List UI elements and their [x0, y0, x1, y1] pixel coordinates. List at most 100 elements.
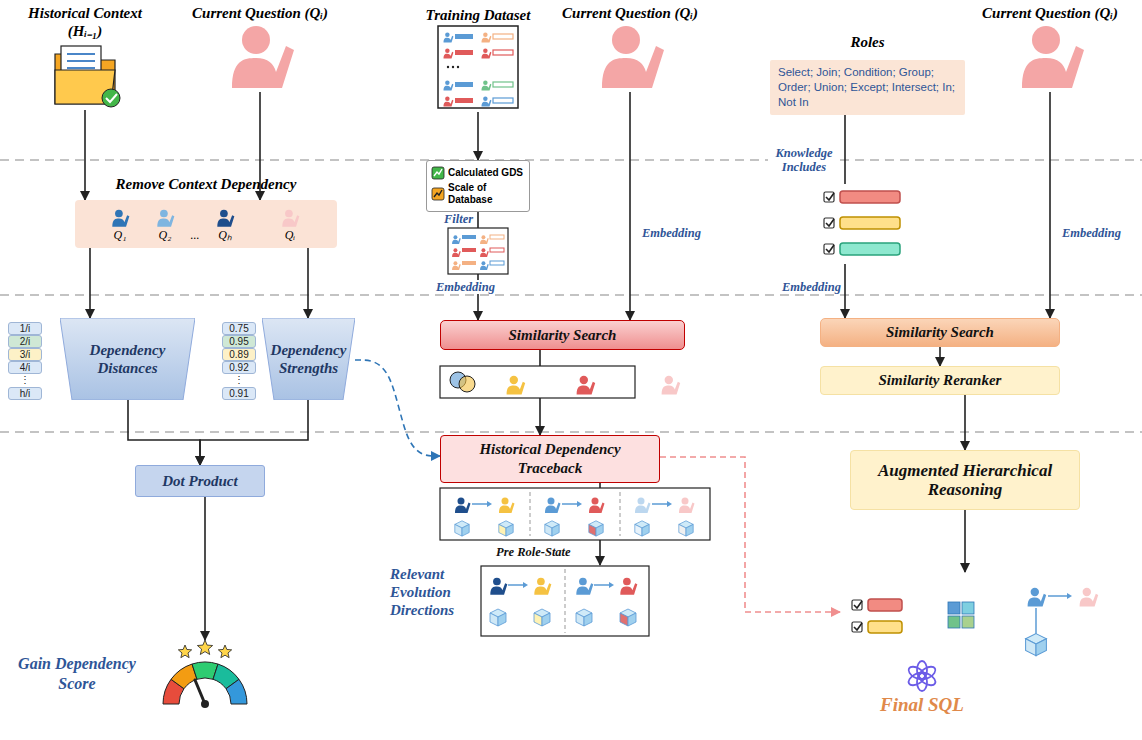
record-bar	[455, 50, 473, 55]
cube-right	[552, 524, 559, 536]
check-mark	[106, 94, 117, 102]
person-head	[1032, 26, 1060, 54]
check-box	[852, 600, 862, 610]
person-body	[482, 100, 492, 107]
trapezoid-outline	[262, 318, 355, 400]
person-body	[534, 583, 551, 595]
person-head	[481, 261, 485, 265]
star-icon	[218, 645, 231, 658]
person-icon	[444, 33, 454, 43]
person-icon	[217, 210, 234, 227]
cube-left	[679, 524, 686, 536]
roles-list: Select; Join; Condition; Group; Order; U…	[778, 65, 957, 110]
person-head	[548, 498, 555, 505]
knowledge-checklist	[818, 184, 910, 264]
person-head	[285, 210, 293, 218]
person-head	[483, 81, 487, 85]
cube-right	[596, 524, 603, 536]
connector	[204, 497, 206, 640]
person-icon	[499, 498, 515, 514]
final-icons	[840, 572, 1110, 694]
mini-arrow-head	[667, 501, 672, 507]
band-node: Remove Context DependencyQ₁Q₂...QₕQᵢ	[75, 200, 337, 248]
star-icon	[178, 645, 191, 658]
check-box	[824, 192, 834, 202]
knowledge-bar	[840, 191, 900, 203]
box-node: Augmented Hierarchical Reasoning	[850, 450, 1080, 510]
person-icon	[1080, 588, 1099, 607]
cube-left	[1026, 639, 1036, 656]
link-line	[1035, 608, 1037, 634]
final-node: Final SQL	[840, 572, 1110, 716]
person-body	[455, 503, 471, 514]
person-body	[112, 215, 129, 227]
step-label: Embedding	[434, 280, 497, 294]
question-item: Qₕ	[209, 202, 241, 242]
person-body	[480, 238, 489, 244]
person-body	[490, 583, 507, 595]
person-icon	[620, 578, 637, 595]
person-head	[453, 248, 457, 252]
check-mark	[826, 193, 834, 200]
question-item: Q₂	[149, 202, 181, 242]
mini-arrow	[652, 503, 668, 505]
person-head	[592, 498, 599, 505]
icon-node: Current Question (Qᵢ)	[980, 4, 1120, 92]
person-body	[545, 503, 561, 514]
value-cell: 0.91	[222, 387, 256, 400]
cube-left	[499, 524, 506, 536]
person-body	[576, 583, 593, 595]
cube-icon	[455, 521, 469, 536]
person-head	[115, 210, 123, 218]
question-icon	[149, 202, 181, 228]
venn-circle	[459, 376, 475, 392]
person-icon	[452, 261, 461, 270]
person-icon	[490, 578, 507, 595]
checklist-ground	[818, 184, 910, 264]
trap-node: Dependency Strengths	[262, 318, 355, 400]
person-head	[612, 26, 640, 54]
trace-frame	[440, 488, 710, 540]
cube-right	[642, 524, 649, 536]
gds-icon-frame	[432, 167, 444, 179]
person-body	[232, 46, 294, 88]
person-body	[499, 503, 515, 514]
person-icon	[480, 248, 489, 257]
cube-left	[545, 524, 552, 536]
value-cell: 0.75	[222, 322, 256, 335]
column-header: Current Question (Qᵢ)	[190, 4, 330, 22]
mini-arrow-head	[487, 501, 492, 507]
record-bar	[490, 248, 504, 252]
record-bar	[462, 248, 476, 252]
knowledge-bar	[868, 621, 902, 633]
filtered-frame	[448, 228, 508, 274]
person-body	[482, 84, 492, 91]
ellipsis-dot	[447, 66, 449, 68]
value-cell: 4/i	[8, 361, 42, 374]
cube-right	[584, 613, 592, 626]
icon-node: Current Question (Qᵢ)	[560, 4, 700, 92]
check-mark	[826, 219, 834, 226]
person-body	[1028, 594, 1047, 607]
box-label: Augmented Hierarchical Reasoning	[859, 461, 1071, 499]
record-bar	[462, 235, 476, 239]
cube-right	[498, 613, 506, 626]
value-cell: 1/i	[8, 322, 42, 335]
cube-left	[455, 524, 462, 536]
person-body	[577, 382, 596, 395]
gds-row: Calculated GDS	[431, 166, 525, 180]
icon-figure	[980, 22, 1120, 92]
trapezoid-shape	[60, 318, 195, 400]
check-mark	[854, 601, 862, 608]
person-head	[458, 498, 465, 505]
check-box	[824, 218, 834, 228]
cube-icon	[545, 521, 559, 536]
connector	[477, 112, 479, 160]
column-header: Current Question (Qᵢ)	[560, 4, 700, 22]
cube-icon	[635, 521, 649, 536]
person-head	[445, 33, 449, 37]
filtered-dataset	[448, 228, 508, 274]
traceback-results	[440, 488, 710, 540]
icon-node: Historical Context (Hᵢ₋₁)	[10, 4, 160, 110]
